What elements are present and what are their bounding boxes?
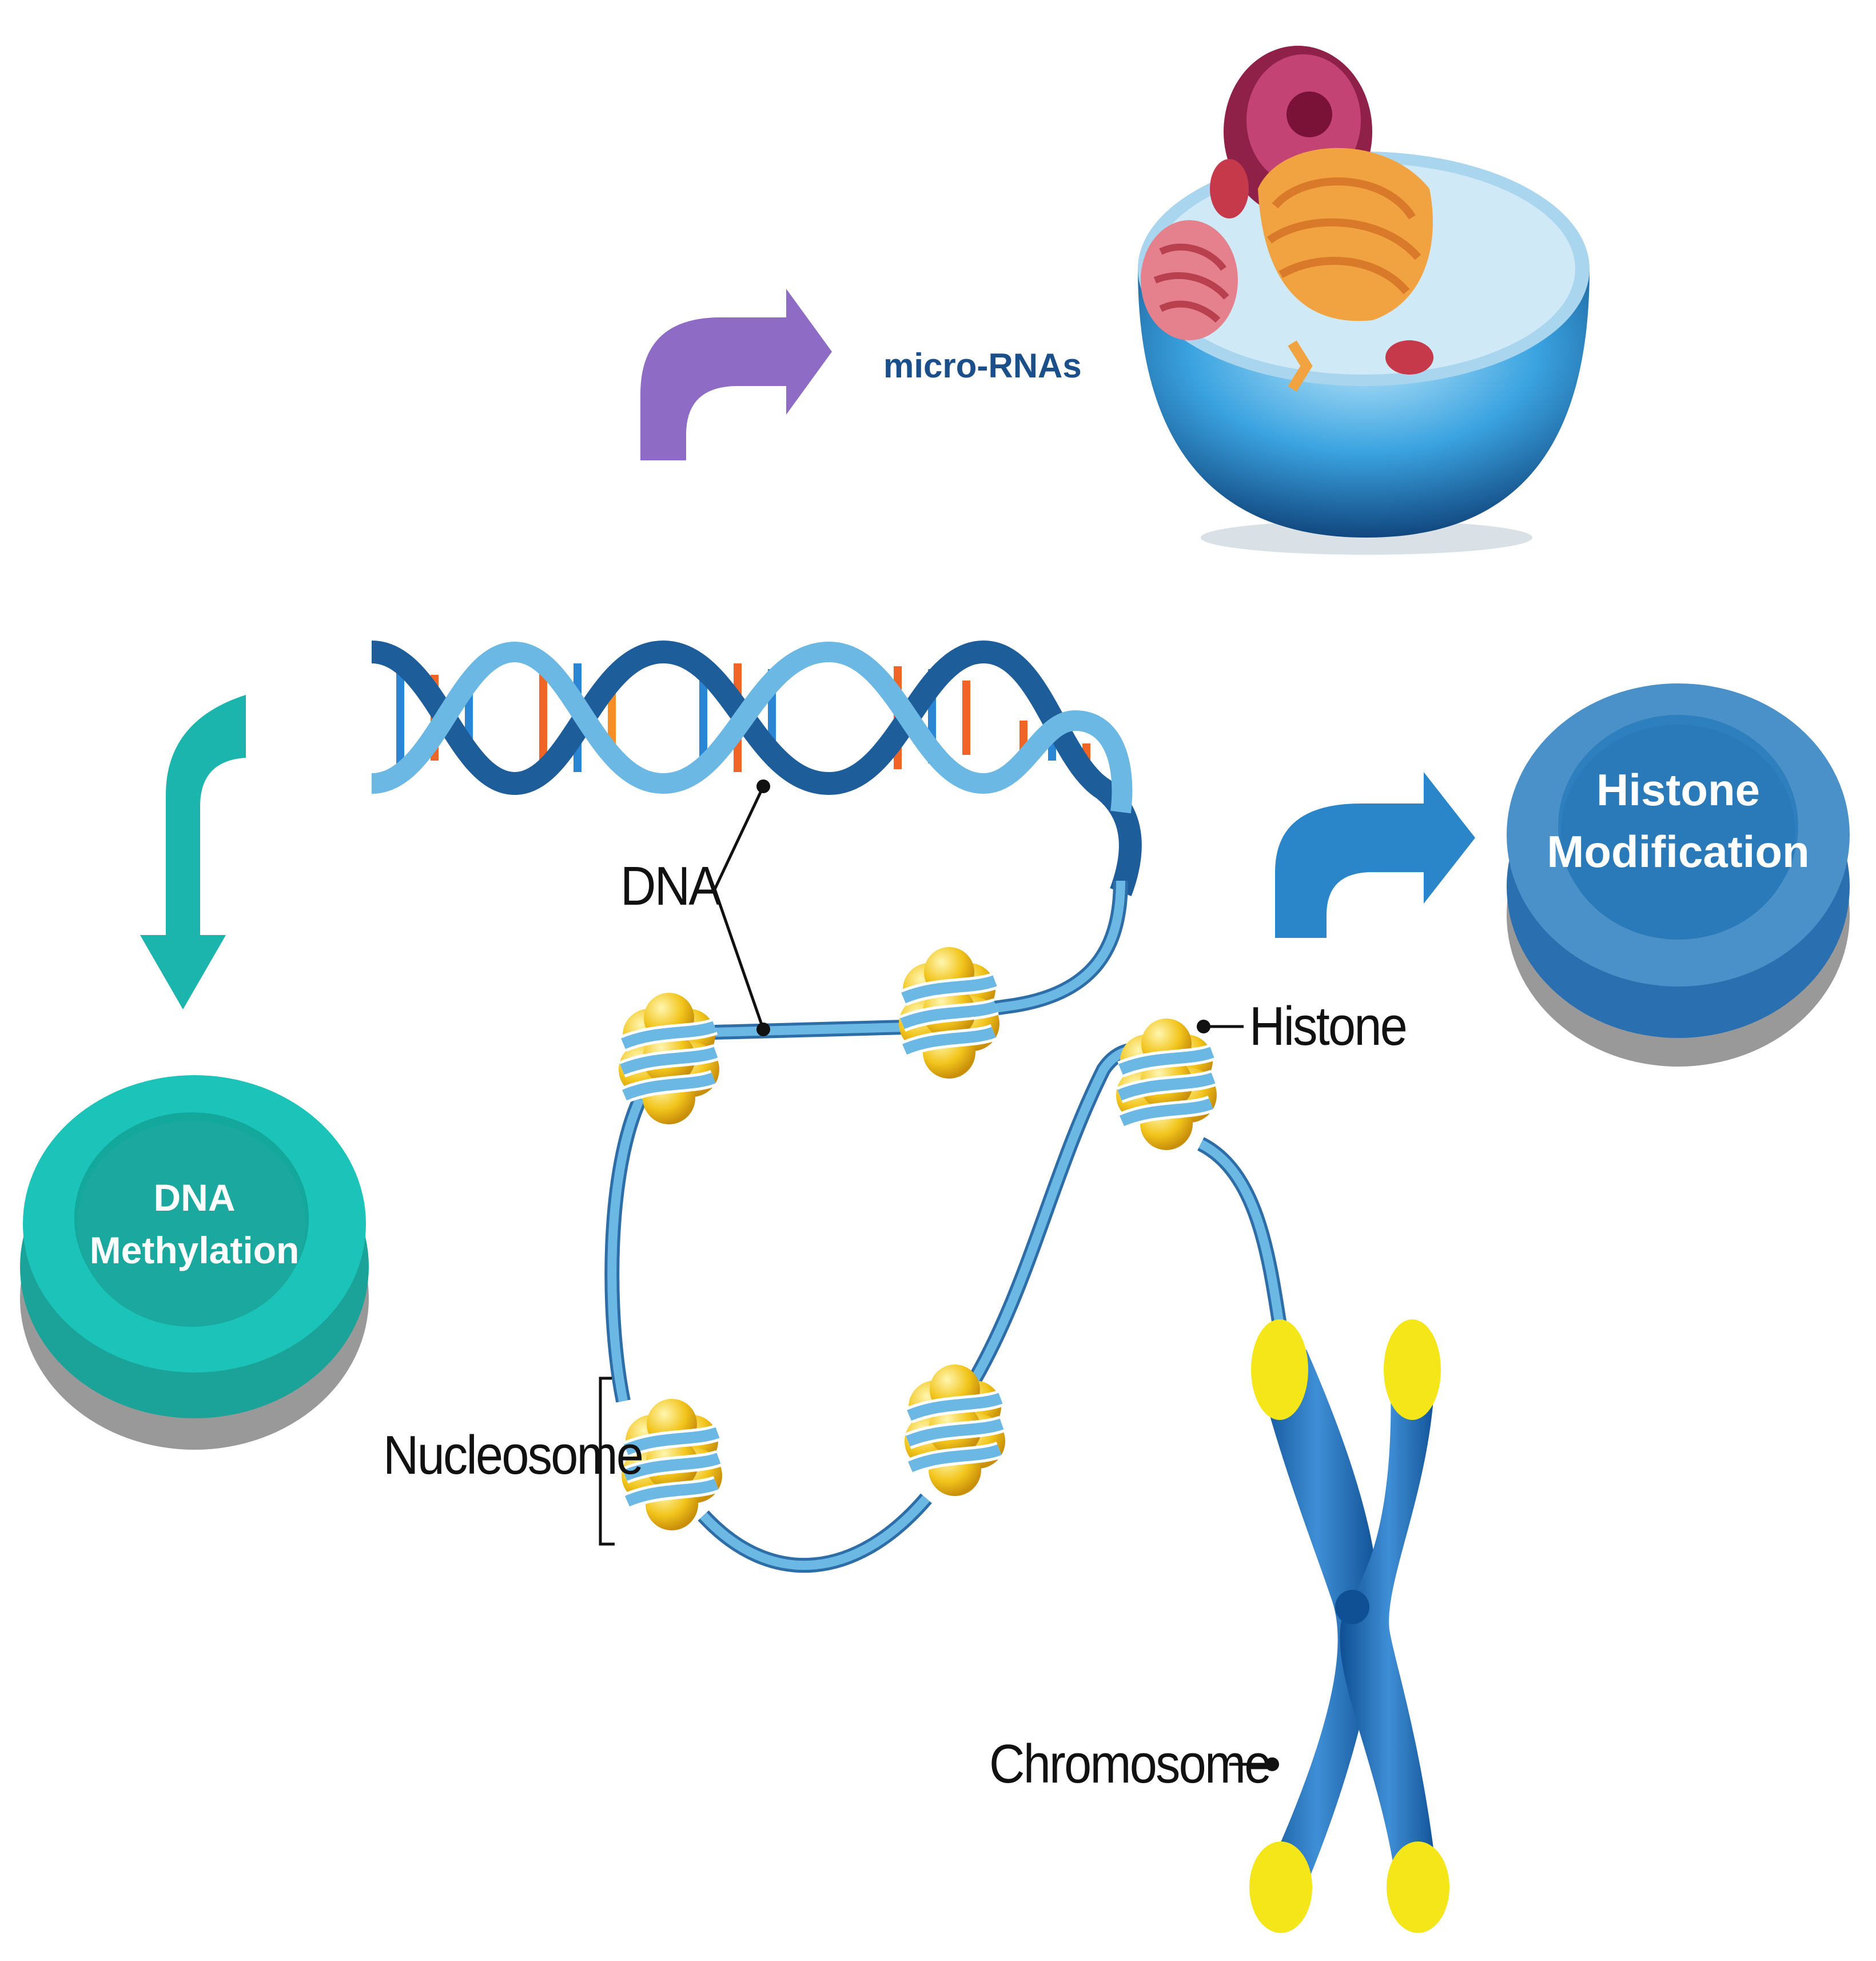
dna-methylation-badge-label: DNA Methylation: [80, 1155, 309, 1292]
dna-label: DNA: [620, 856, 722, 917]
cell-illustration: [1138, 46, 1590, 555]
dna-methylation-badge: [20, 1075, 369, 1450]
histone-arrow: [1275, 772, 1475, 938]
leader-dots: [756, 779, 1279, 1771]
nucleosome-icon: [905, 1365, 1005, 1496]
nucleosome-icon: [1116, 1019, 1217, 1150]
chromosome-label: Chromosome: [989, 1733, 1272, 1795]
mirna-arrow: [640, 289, 832, 460]
micro-rnas-label: micro-RNAs: [883, 347, 1082, 385]
chromosome-icon: [1249, 1319, 1449, 1933]
histone-modification-badge-label: Histone Modification: [1535, 746, 1821, 895]
methylation-arrow: [140, 695, 246, 1009]
nucleosome-label: Nucleosome: [383, 1425, 644, 1486]
histone-modification-line1: Histone: [1596, 765, 1761, 815]
leader-lines: [599, 785, 1272, 1766]
dna-methylation-line1: DNA: [153, 1176, 236, 1219]
nucleosome-icon: [899, 947, 999, 1079]
histone-label: Histone: [1249, 996, 1408, 1057]
dna-methylation-line2: Methylation: [89, 1229, 300, 1271]
histone-modification-line2: Modification: [1547, 826, 1810, 877]
histone-modification-badge: [1507, 683, 1850, 1067]
dna-double-helix: [371, 640, 1142, 897]
